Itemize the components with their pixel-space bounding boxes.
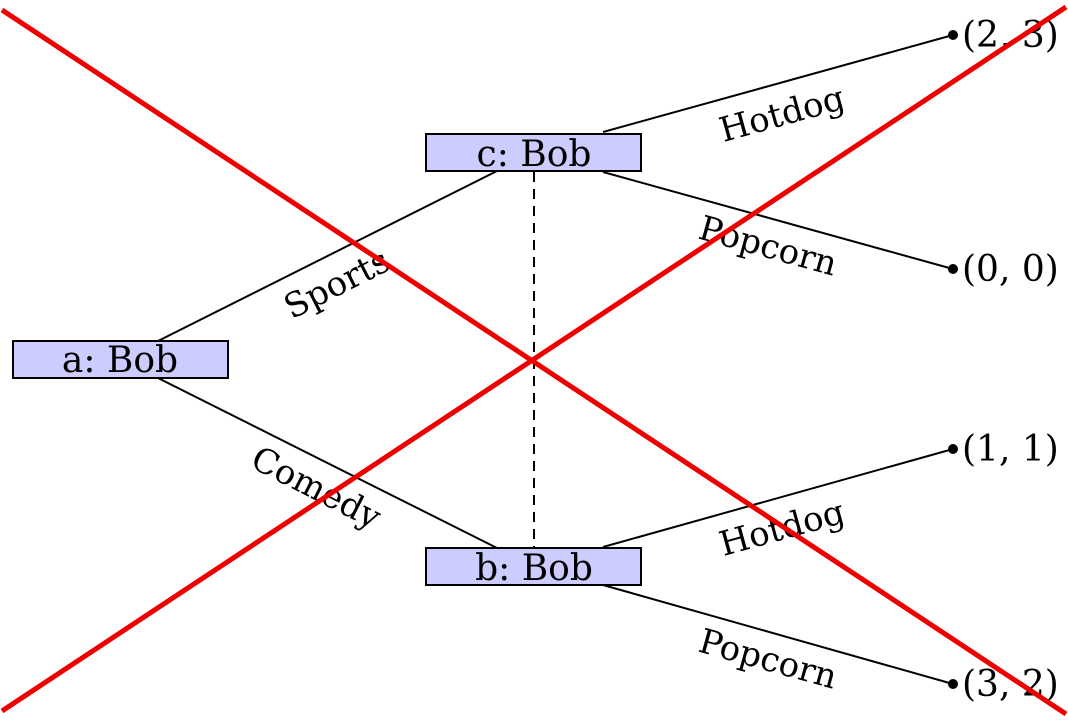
edge-comedy [157,377,498,549]
node-b: b: Bob [425,547,642,589]
node-c-label: c: Bob [477,134,592,175]
edge-label-c-hotdog: Hotdog [715,78,849,151]
leaf-dot-c-hotdog [948,30,958,40]
leaf-dot-b-popcorn [948,679,958,689]
edge-label-c-popcorn: Popcorn [694,208,841,284]
node-c: c: Bob [425,133,642,175]
edge-label-sports: Sports [278,241,397,328]
node-b-label: b: Bob [475,548,593,589]
edge-sports [157,170,498,342]
cross-out-line-1 [0,7,1068,717]
edge-c-popcorn [602,171,954,270]
edge-c-hotdog [602,34,954,133]
node-a: a: Bob [12,340,229,381]
edge-b-popcorn [602,584,954,685]
payoff-b-hotdog: (1, 1) [962,429,1059,470]
edge-label-comedy: Comedy [245,439,388,538]
cross-out-line-2 [0,4,1068,714]
leaf-dot-b-hotdog [948,444,958,454]
edge-b-hotdog [602,448,954,548]
node-a-label: a: Bob [62,340,178,381]
leaf-dot-c-popcorn [948,264,958,274]
payoff-c-popcorn: (0, 0) [962,249,1059,290]
